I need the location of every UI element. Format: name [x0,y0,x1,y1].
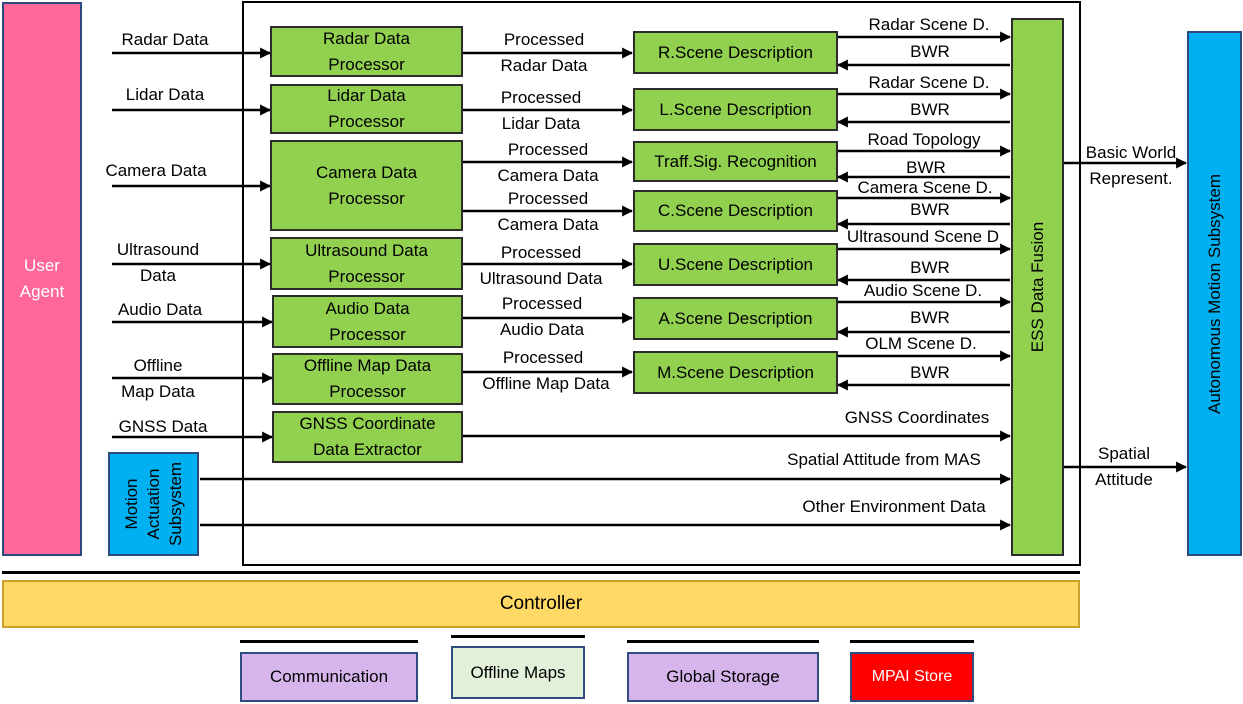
ultrasound-processed-label: Processed [500,243,582,262]
a-scene-label: A.Scene Description [658,308,813,328]
gnss-coordinates-label: GNSS Coordinates [844,408,990,427]
ess-data-fusion[interactable]: ESS Data Fusion [1011,18,1064,556]
basic-world-label: Basic World Represent. [1085,143,1177,188]
u-scene-description[interactable]: U.Scene Description [633,243,838,286]
ultrasound-processed-sub: Ultrasound Data [479,269,603,288]
audio-processed-sub: Audio Data [499,320,585,339]
camera2-processed-label: Processed [507,189,589,208]
c-scene-label: C.Scene Description [658,201,813,220]
ultrasound-data-processor[interactable]: Ultrasound Data Processor [270,237,463,290]
autonomous-motion-subsystem[interactable]: Autonomous Motion Subsystem [1187,31,1242,556]
offline-map-data-processor[interactable]: Offline Map Data Processor [272,353,463,405]
road-topology-label: Road Topology [867,130,981,149]
radar-input-label: Radar Data [121,30,209,49]
lidar-data-processor[interactable]: Lidar Data Processor [270,84,463,134]
l-scene-label: L.Scene Description [659,99,812,119]
mpai-store-label: MPAI Store [871,668,953,685]
a-scene-description[interactable]: A.Scene Description [633,297,838,340]
ultrasound-scene-label: Ultrasound Scene D [846,227,1000,246]
offline-maps-label: Offline Maps [470,662,566,682]
global-storage-label: Global Storage [666,667,780,686]
user-agent-label: User Agent [19,256,65,301]
audio-processor-label: Audio Data Processor [325,298,410,344]
gnss-input-label: GNSS Data [118,417,208,436]
l-scene-description[interactable]: L.Scene Description [633,88,838,131]
radar-data-processor[interactable]: Radar Data Processor [270,26,463,77]
communication-rule [240,640,418,643]
spatial-attitude-label: Spatial Attitude [1095,444,1153,489]
ess-frame [242,1,1081,566]
traffic-signal-recognition[interactable]: Traff.Sig. Recognition [633,141,838,182]
mpai-store-block[interactable]: MPAI Store [850,652,974,702]
c-scene-description[interactable]: C.Scene Description [633,190,838,232]
camera-processor-label: Camera Data Processor [315,162,418,208]
olm-scene-label: OLM Scene D. [865,334,977,353]
audio-scene-label: Audio Scene D. [863,281,983,300]
camera-scene-label: Camera Scene D. [857,178,993,197]
communication-label: Communication [269,667,389,686]
radar-processed-label: Processed [503,30,585,49]
lidar-processor-label: Lidar Data Processor [327,86,406,131]
ultrasound-processor-label: Ultrasound Data Processor [305,240,428,286]
r-scene-description[interactable]: R.Scene Description [633,31,838,74]
bwr-label-1: BWR [910,42,950,61]
camera-data-processor[interactable]: Camera Data Processor [270,140,463,231]
bwr-label-7: BWR [910,363,950,382]
mpai-store-rule [850,640,974,643]
lidar-scene-label: Radar Scene D. [868,73,990,92]
autonomous-motion-label: Autonomous Motion Subsystem [1204,173,1224,414]
controller-label: Controller [499,593,583,614]
camera-input-label: Camera Data [105,161,207,180]
motion-actuation-block[interactable]: Motion Actuation Subsystem [108,452,199,556]
radar-processed-sub: Radar Data [500,56,588,75]
lidar-processed-sub: Lidar Data [501,114,581,133]
bwr-label-4: BWR [910,200,950,219]
controller-bar[interactable]: Controller [2,580,1080,628]
radar-processor-label: Radar Data Processor [323,28,410,74]
radar-scene-label: Radar Scene D. [868,15,990,34]
user-agent-block[interactable]: User Agent [2,2,82,556]
global-storage-block[interactable]: Global Storage [627,652,819,702]
ultrasound-input-label: Ultrasound Data [116,240,200,285]
audio-processed-label: Processed [501,294,583,313]
gnss-extractor-label: GNSS Coordinate Data Extractor [299,414,436,459]
camera1-processed-sub: Camera Data [497,166,599,185]
r-scene-label: R.Scene Description [658,42,813,62]
spatial-from-mas-label: Spatial Attitude from MAS [787,450,981,469]
lidar-input-label: Lidar Data [125,85,205,104]
offline-maps-block[interactable]: Offline Maps [451,646,585,699]
audio-data-processor[interactable]: Audio Data Processor [272,295,463,348]
bwr-label-2: BWR [910,100,950,119]
m-scene-description[interactable]: M.Scene Description [633,351,838,394]
offline-map-input-label: Offline Map Data [121,356,195,401]
communication-block[interactable]: Communication [240,652,418,702]
offline-processed-label: Processed [502,348,584,367]
camera2-processed-sub: Camera Data [497,215,599,234]
m-scene-label: M.Scene Description [657,362,814,382]
lidar-processed-label: Processed [500,88,582,107]
u-scene-label: U.Scene Description [658,254,813,274]
motion-actuation-label: Motion Actuation Subsystem [121,461,185,547]
bwr-label-5: BWR [910,258,950,277]
audio-input-label: Audio Data [117,300,203,319]
traffic-signal-label: Traff.Sig. Recognition [654,151,817,171]
bwr-label-3: BWR [906,158,946,177]
separator-line [2,571,1080,574]
offline-maps-rule [451,635,585,638]
bwr-label-6: BWR [910,308,950,327]
gnss-coordinate-extractor[interactable]: GNSS Coordinate Data Extractor [272,411,463,463]
camera1-processed-label: Processed [507,140,589,159]
ess-fusion-label: ESS Data Fusion [1027,221,1047,353]
other-environment-label: Other Environment Data [802,497,986,516]
global-storage-rule [627,640,819,643]
offline-map-processor-label: Offline Map Data Processor [303,356,432,401]
offline-processed-sub: Offline Map Data [482,374,610,393]
